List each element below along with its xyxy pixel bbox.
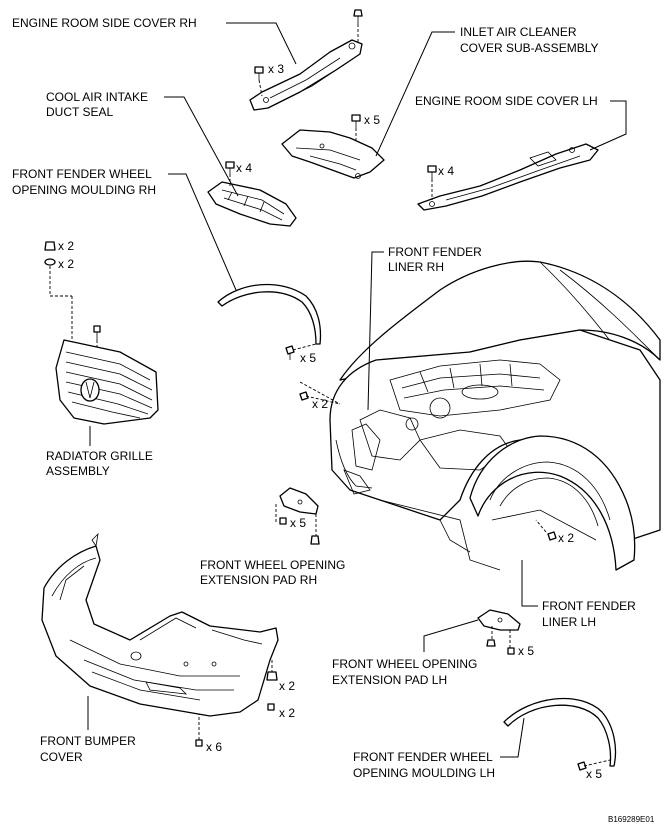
qty-bumper-side-2: x 2 [279,706,295,720]
label-front-wheel-pad-lh-1: FRONT WHEEL OPENING [332,657,477,671]
bolt-icon [225,161,235,174]
label-front-fender-wheel-rh-1: FRONT FENDER WHEEL [12,167,152,181]
bolt-icon [299,391,309,401]
label-front-wheel-pad-rh-1: FRONT WHEEL OPENING [200,558,345,572]
label-engine-room-side-cover-lh: ENGINE ROOM SIDE COVER LH [415,94,598,108]
label-inlet-air-cleaner-2: COVER SUB-ASSEMBLY [460,41,598,55]
label-front-wheel-pad-lh-2: EXTENSION PAD LH [332,673,447,687]
qty-grille-clip: x 2 [58,239,74,253]
bolt-icon [577,761,587,771]
engine-room-side-cover-lh [417,143,599,211]
cool-air-intake-duct-seal [207,181,297,227]
clip-icon [353,9,363,24]
bolt-icon [351,114,361,128]
bolt-icon [279,517,287,525]
qty-grille-screw: x 2 [58,257,74,271]
bolt-icon [507,647,515,655]
label-front-fender-liner-lh-2: LINER LH [542,615,596,629]
bolt-icon [195,739,203,747]
clip-icon [310,535,320,545]
label-front-fender-wheel-rh-2: OPENING MOULDING RH [12,183,156,197]
label-cool-air-intake-1: COOL AIR INTAKE [46,90,148,104]
qty-moulding-rh: x 5 [300,351,316,365]
label-front-fender-liner-lh-1: FRONT FENDER [542,599,636,613]
engine-room-side-cover-rh [249,39,363,111]
figure-code: B169289E01 [608,815,655,824]
label-front-fender-wheel-lh-2: OPENING MOULDING LH [353,766,495,780]
label-front-wheel-pad-rh-2: EXTENSION PAD RH [200,573,317,587]
qty-bumper-bottom: x 6 [206,740,222,754]
label-inlet-air-cleaner-1: INLET AIR CLEANER [460,25,577,39]
radiator-grille-assembly [55,339,159,425]
bolt-icon [427,165,437,179]
label-front-bumper-2: COVER [40,750,83,764]
front-bumper-cover [41,532,279,717]
qty-pad-lh: x 5 [518,644,534,658]
front-wheel-opening-extension-pad-rh [279,487,319,515]
label-cool-air-intake-2: DUCT SEAL [46,105,113,119]
label-engine-room-side-cover-rh: ENGINE ROOM SIDE COVER RH [12,16,197,30]
qty-liner-rh: x 2 [312,397,328,411]
qty-pad-rh: x 5 [290,516,306,530]
qty-intake-seal: x 4 [236,161,252,175]
vehicle-front-body [329,260,661,571]
front-wheel-opening-extension-pad-lh [477,609,521,631]
label-front-fender-liner-rh-2: LINER RH [388,260,444,274]
bolt-icon [285,345,295,360]
qty-side-cover-rh: x 3 [268,62,284,76]
label-radiator-grille-2: ASSEMBLY [46,464,110,478]
label-front-fender-liner-rh-1: FRONT FENDER [388,245,482,259]
front-fender-wheel-opening-moulding-lh [503,697,617,767]
nut-icon [44,258,56,266]
clip-icon [266,671,278,681]
qty-side-cover-lh: x 4 [438,164,454,178]
label-radiator-grille-1: RADIATOR GRILLE [46,449,153,463]
qty-inlet-cover: x 5 [364,113,380,127]
qty-moulding-lh: x 5 [586,767,602,781]
clip-icon [44,241,56,251]
label-front-bumper-1: FRONT BUMPER [40,734,136,748]
qty-bumper-side-1: x 2 [279,679,295,693]
label-front-fender-wheel-lh-1: FRONT FENDER WHEEL [353,750,493,764]
bolt-icon [547,531,557,541]
bolt-icon [93,325,101,340]
bolt-icon [267,703,275,711]
qty-liner-lh: x 2 [558,531,574,545]
bolt-icon [254,66,264,80]
front-fender-wheel-opening-moulding-rh [217,283,322,345]
inlet-air-cleaner-cover [281,129,385,179]
clip-icon [486,639,496,647]
